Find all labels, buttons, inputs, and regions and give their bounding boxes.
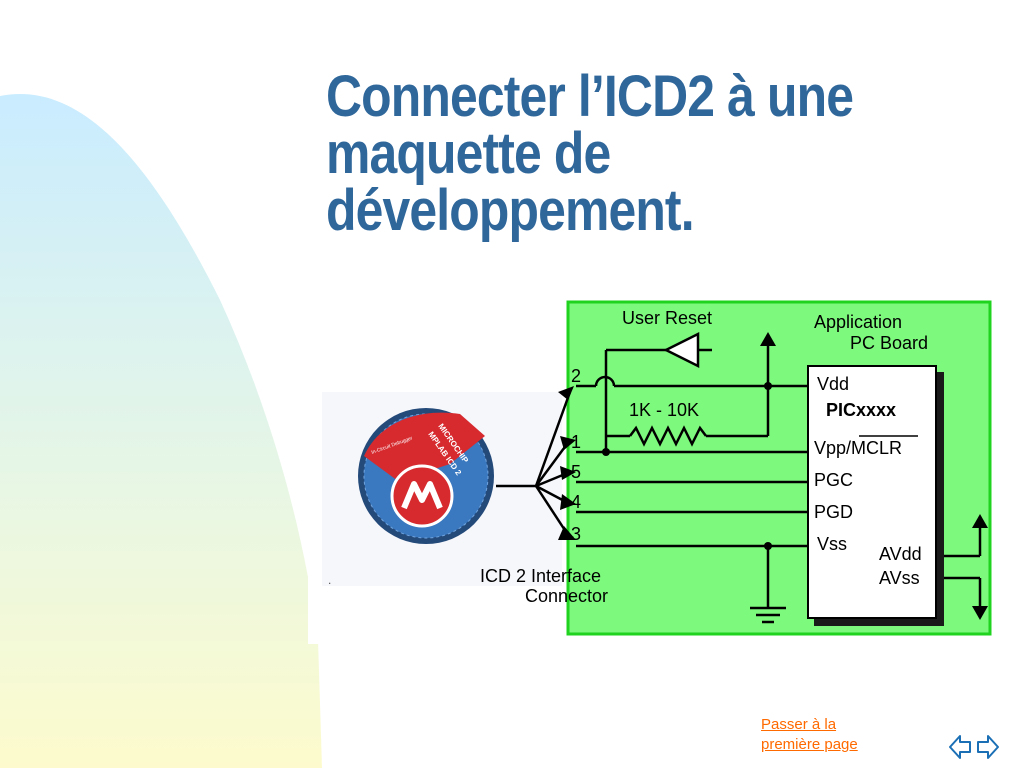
chip-pin-vpp-mclr: Vpp/MCLR — [814, 438, 902, 458]
slide-title: Connecter l’ICD2 à une maquette de dével… — [326, 64, 911, 243]
double-arrow-icon[interactable] — [948, 732, 1000, 762]
pin-number-4: 4 — [571, 492, 581, 512]
resistor-value-label: 1K - 10K — [629, 400, 699, 420]
chip-pin-avss: AVss — [879, 568, 920, 588]
pic-chip — [807, 365, 937, 619]
chip-pin-avdd: AVdd — [879, 544, 922, 564]
connector-label-line-2: Connector — [525, 586, 608, 606]
chip-pin-pgc: PGC — [814, 470, 853, 490]
chip-pin-vss: Vss — [817, 534, 847, 554]
board-wiring — [576, 344, 982, 624]
icd2-connection-diagram: MICROCHIP MPLAB ICD 2 In-Circuit Debugge… — [308, 296, 992, 644]
chip-pin-vpp: Vpp/ — [814, 438, 851, 458]
connector-label-line-1: ICD 2 Interface — [480, 566, 601, 586]
board-label-pc-board: PC Board — [850, 333, 928, 353]
user-reset-button-symbol — [663, 331, 700, 369]
pin-number-3: 3 — [571, 524, 581, 544]
title-line-2: maquette de — [326, 121, 611, 186]
title-line-1: Connecter l’ICD2 à une — [326, 64, 854, 129]
pin-number-1: 1 — [571, 432, 581, 452]
first-page-link-line-2[interactable]: première page — [761, 736, 858, 753]
first-page-link[interactable]: Passer à la première page — [761, 715, 881, 755]
icd2-logo: MICROCHIP MPLAB ICD 2 In-Circuit Debugge… — [358, 408, 494, 544]
background-curve — [0, 94, 322, 768]
chip-name: PICxxxx — [826, 400, 896, 420]
junction-dots — [602, 382, 772, 550]
title-line-3: développement. — [326, 178, 695, 243]
pin-arrowheads — [558, 386, 576, 540]
chip-pin-mclr: MCLR — [851, 438, 902, 458]
board-label-application: Application — [814, 312, 902, 332]
user-reset-label: User Reset — [622, 308, 712, 328]
dot-mark: . — [328, 573, 331, 587]
pin-number-5: 5 — [571, 462, 581, 482]
chip-pin-pgd: PGD — [814, 502, 853, 522]
pin-number-2: 2 — [571, 366, 581, 386]
chip-pin-vdd: Vdd — [817, 374, 849, 394]
first-page-link-line-1[interactable]: Passer à la — [761, 716, 837, 733]
rail-arrows — [760, 332, 988, 620]
